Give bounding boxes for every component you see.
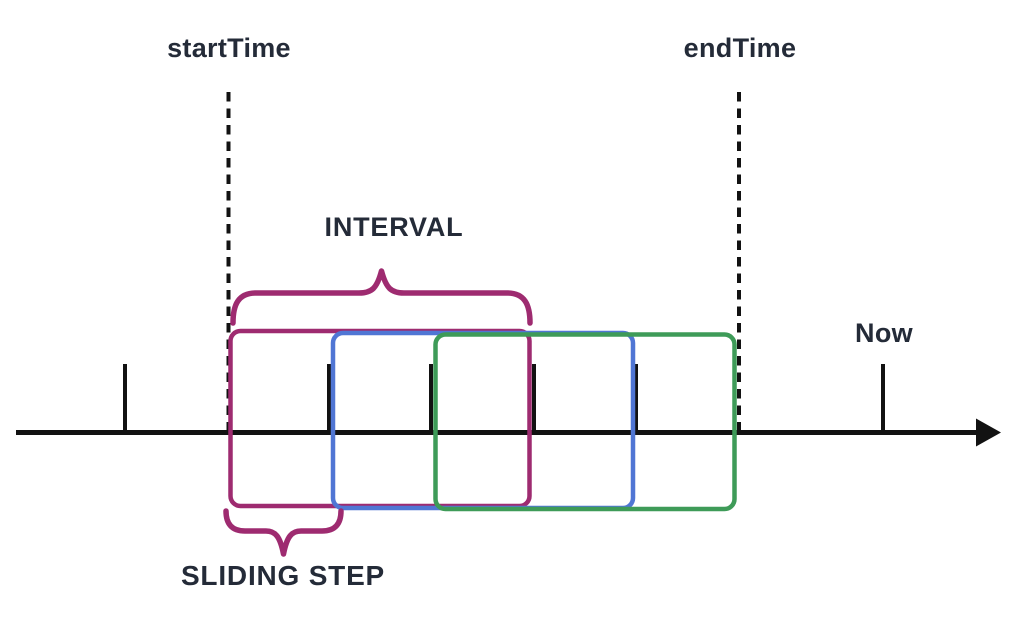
interval-label: INTERVAL	[324, 212, 464, 242]
window-3-rect	[433, 332, 737, 512]
start-time-label: startTime	[167, 33, 291, 63]
timeline-arrowhead-icon	[976, 418, 1001, 447]
sliding-step-label: SLIDING STEP	[180, 560, 386, 591]
sliding-step-brace	[223, 508, 344, 557]
window-2-rect	[330, 330, 636, 511]
end-time-label: endTime	[683, 33, 797, 63]
now-label: Now	[855, 318, 913, 348]
interval-brace	[230, 268, 533, 326]
window-1-rect	[228, 328, 532, 509]
